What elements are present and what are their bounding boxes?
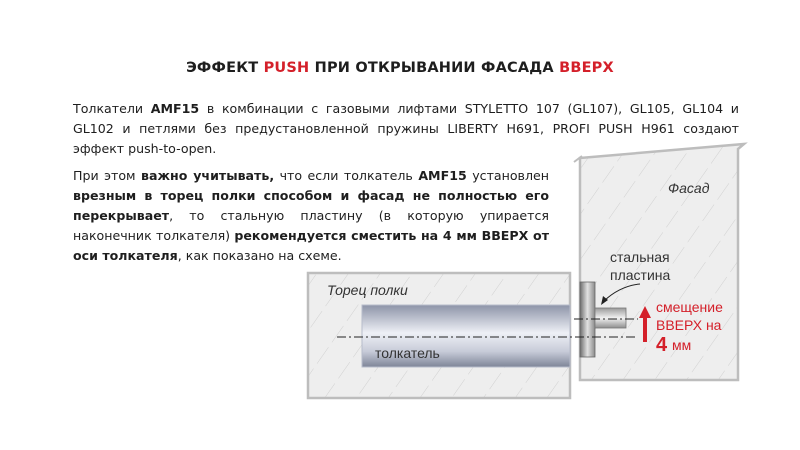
offset-label-line1: смещение	[656, 299, 723, 315]
text: установлен	[466, 168, 550, 183]
page-title: ЭФФЕКТ PUSH ПРИ ОТКРЫВАНИИ ФАСАДА ВВЕРХ	[0, 60, 800, 76]
pointer-arrow-icon	[603, 283, 641, 302]
note-paragraph: При этом важно учитывать, что если толка…	[73, 166, 549, 266]
text: При этом	[73, 168, 142, 183]
plate-label-line2: пластина	[610, 267, 671, 283]
up-arrow-icon	[639, 306, 651, 342]
text: , как показано на схеме.	[177, 248, 342, 263]
intro-paragraph: Толкатели AMF15 в комбинации с газовыми …	[73, 99, 739, 159]
plate-label-line1: стальная	[610, 249, 670, 265]
shelf-label: Торец полки	[327, 282, 408, 298]
bold-text: важно учитывать,	[141, 168, 275, 183]
product-name: AMF15	[150, 101, 200, 116]
offset-unit: мм	[672, 337, 691, 353]
bold-text: рекомендуется сместить на 4 мм ВВЕРХ от …	[73, 228, 549, 263]
title-accent-push: PUSH	[263, 60, 310, 76]
pusher-cylinder	[361, 304, 571, 368]
text: Толкатели	[73, 101, 151, 116]
bold-text: врезным в торец полки способом и фасад н…	[73, 188, 549, 223]
pusher-label: толкатель	[375, 345, 440, 361]
text: , то стальную пластину (в которую упирае…	[73, 208, 549, 243]
product-name: AMF15	[418, 168, 467, 183]
text: в комбинации с газовыми лифтами STYLETTO…	[73, 101, 739, 156]
offset-label-line2: ВВЕРХ на	[656, 317, 722, 333]
title-text: ЭФФЕКТ	[186, 60, 264, 76]
text: что если толкатель	[274, 168, 419, 183]
title-text: ПРИ ОТКРЫВАНИИ ФАСАДА	[309, 60, 560, 76]
facade-label: Фасад	[668, 180, 710, 196]
pointer-arrowhead-icon	[601, 296, 608, 305]
offset-value: 4	[656, 334, 668, 356]
pusher-tip	[594, 307, 627, 329]
title-accent-up: ВВЕРХ	[559, 60, 614, 76]
